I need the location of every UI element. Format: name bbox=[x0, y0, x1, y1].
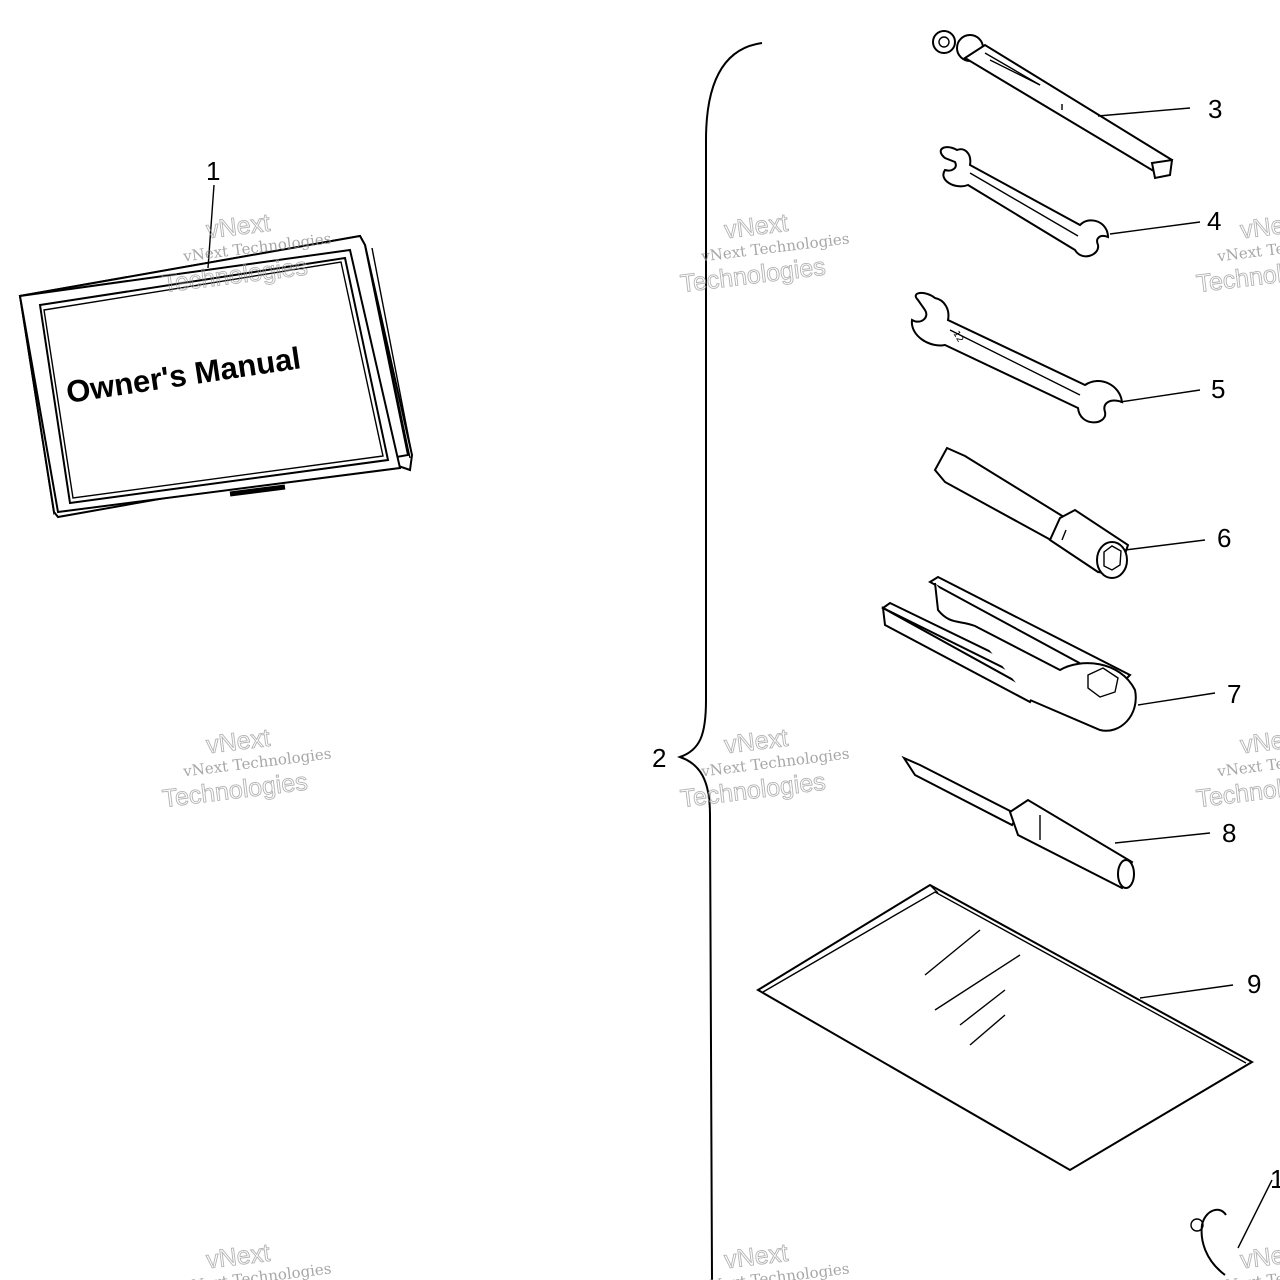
plug-wrench-icon bbox=[932, 30, 1174, 180]
screwdriver-icon bbox=[901, 755, 1135, 890]
callout-3: 3 bbox=[1208, 94, 1222, 124]
leader-lines bbox=[207, 107, 1273, 1249]
callout-10: 1 bbox=[1270, 1164, 1280, 1194]
open-end-wrench-icon: 12 bbox=[910, 292, 1124, 424]
callout-5: 5 bbox=[1211, 374, 1225, 404]
callout-2: 2 bbox=[652, 743, 666, 773]
callout-7: 7 bbox=[1227, 679, 1241, 709]
svg-text:12: 12 bbox=[950, 330, 964, 345]
svg-text:vNext: vNext bbox=[1239, 1239, 1280, 1275]
socket-wrench-icon bbox=[933, 446, 1130, 579]
callout-4: 4 bbox=[1207, 206, 1221, 236]
clip-icon bbox=[1190, 1208, 1227, 1276]
callout-9: 9 bbox=[1247, 969, 1261, 999]
open-end-wrench-icon bbox=[939, 146, 1110, 258]
callout-labels: 1 2 3 4 5 6 7 8 9 1 bbox=[206, 94, 1280, 1194]
spanner-tool-icon bbox=[881, 575, 1137, 732]
owners-manual-icon: Owner's Manual bbox=[18, 234, 414, 519]
svg-text:vNext: vNext bbox=[1239, 209, 1280, 245]
callout-1: 1 bbox=[206, 156, 220, 186]
svg-text:vNext: vNext bbox=[1239, 724, 1280, 760]
callout-8: 8 bbox=[1222, 818, 1236, 848]
tool-bag-icon bbox=[756, 883, 1255, 1172]
kit-brace bbox=[676, 42, 763, 1280]
callout-6: 6 bbox=[1217, 523, 1231, 553]
